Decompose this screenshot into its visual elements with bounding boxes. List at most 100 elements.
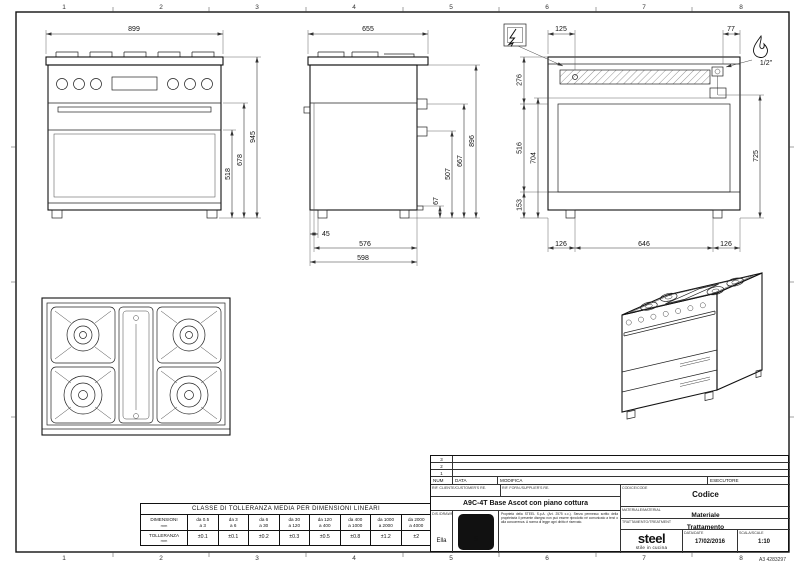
dim-rear-gas-offset: 77: [727, 26, 735, 33]
date-caption: DATA/DATE: [684, 531, 704, 535]
grid-col-label: 3: [255, 4, 259, 11]
drawing-title: A9C-4T Base Ascot con piano cottura: [463, 500, 588, 507]
oven-door-handle: [57, 106, 212, 113]
foot: [399, 209, 410, 219]
pan-supports-side: [317, 51, 415, 57]
revision-number: 1: [431, 470, 453, 477]
sheet-frame: 1 2 3 4 5 6 7 8 1 2 3 4 5 6 7 8 A3 42832…: [11, 4, 794, 563]
codice-caption: CODICE/CODE: [622, 486, 648, 490]
revision-number: 2: [431, 463, 453, 470]
dim-front-door-height: 518: [225, 168, 232, 180]
extension-lines: [520, 56, 710, 219]
grid-col-label: 8: [739, 4, 743, 11]
burner-grate: [156, 306, 222, 364]
title-block: 3 2 1 NUM DATA MODIFICA ESECUTORE RIF. C…: [430, 455, 790, 553]
date-value: 17/02/2016: [694, 539, 726, 545]
dim-side-foot-offset: 45: [322, 231, 330, 238]
steel-monogram: S: [473, 536, 478, 543]
foot: [206, 209, 218, 219]
side-view: 655 67 507 667 896 45 576 598: [303, 26, 480, 266]
burner-large: [63, 375, 209, 415]
scale-cell: SCALA/SCALE 1:10: [738, 530, 790, 553]
dim-rear-gas-height: 725: [753, 150, 760, 162]
burner-grate: [50, 306, 116, 364]
tolerance-value-cell: ±1.2: [370, 531, 401, 545]
drawn-value: Ella: [436, 538, 447, 544]
gas-inlet: [711, 66, 724, 77]
dim-rear-mid: 516: [517, 142, 524, 154]
dim-rear-foot-right: 126: [720, 241, 732, 248]
control-knob: [184, 78, 196, 90]
iso-drawer-handles: [679, 356, 711, 387]
extension-lines: [547, 218, 741, 252]
iso-drawer-divider: [621, 369, 718, 393]
dim-rear-foot-span: 646: [638, 241, 650, 248]
gas-connection-stub: [416, 98, 428, 110]
electrical-leader-line: [517, 45, 564, 67]
gas-flame-icon: [753, 34, 768, 58]
grid-col-label: 6: [545, 555, 549, 562]
door-handle-profile: [303, 106, 311, 114]
tolerance-dim-label: DIMENSIONI mm: [141, 515, 187, 530]
extension-lines: [547, 30, 741, 70]
dim-side-gas-height: 667: [457, 155, 464, 167]
sheet-format-note: A3 4283297: [759, 557, 786, 563]
iso-cooktop-rim: [629, 275, 754, 313]
gas-leader-line: [725, 59, 753, 68]
grid-col-label: 4: [352, 4, 356, 11]
dim-unit-text: mm: [160, 522, 168, 528]
vent-grille: [559, 69, 711, 85]
grate-fingers: [54, 310, 218, 420]
iso-side-face: [716, 272, 763, 391]
grid-col-label: 3: [255, 555, 259, 562]
foot: [317, 209, 328, 219]
griddle-plate: [118, 306, 154, 424]
control-display: [111, 76, 158, 91]
rif-fornitore-label: RIF. FORN./SUPPLIER'S RE.: [502, 486, 550, 490]
burner-grate: [50, 366, 116, 424]
dim-rear-junction: 704: [531, 152, 538, 164]
dim-rear-elec-offset: 125: [555, 26, 567, 33]
foot: [51, 209, 63, 219]
iso-feet: [626, 369, 762, 420]
rear-spacer: [416, 205, 424, 211]
extension-lines: [309, 210, 418, 266]
lightning-icon: [507, 28, 517, 47]
steel-emblem-cell: S: [453, 511, 499, 553]
tolerance-table-title: CLASSE DI TOLLERANZA MEDIA PER DIMENSION…: [141, 504, 431, 515]
rear-panel-outline: [547, 56, 741, 211]
header-num: NUM: [431, 477, 453, 485]
steel-wordmark-cell: steel stile in cucina: [621, 530, 683, 553]
grid-col-label: 7: [642, 555, 646, 562]
junction-box: [709, 87, 727, 99]
tol-unit-text: mm: [160, 538, 168, 543]
side-grid-ticks: [11, 146, 794, 418]
codice-cell: CODICE/CODE Codice: [621, 485, 790, 507]
tolerance-value-cell: ±2: [400, 531, 432, 545]
revision-row: [453, 456, 790, 463]
materiale-cell: MATERIALE/MATERIAL Materiale: [621, 507, 790, 519]
dim-side-surface-height: 896: [469, 135, 476, 147]
tolerance-tol-label: TOLLERANZA mm: [141, 531, 187, 545]
header-modifica: MODIFICA: [498, 477, 708, 485]
electrical-class-icon: [503, 23, 564, 67]
materiale-value: Materiale: [691, 512, 720, 519]
steel-tagline: stile in cucina: [635, 545, 668, 550]
dim-side-elec-height: 507: [445, 168, 452, 180]
trattamento-cell: TRATTAMENTO/TREATMENT Trattamento: [621, 519, 790, 530]
drawer-front: [53, 133, 216, 198]
symbol-inner-square: [507, 27, 523, 43]
dim-side-rear-foot: 67: [433, 197, 440, 205]
tolerance-table: CLASSE DI TOLLERANZA MEDIA PER DIMENSION…: [140, 503, 432, 546]
revision-row: [453, 463, 790, 470]
cable-gland: [572, 74, 578, 80]
disclaimer-cell: Proprietà della STEEL S.p.A. (Art. 2575 …: [499, 511, 621, 553]
revision-number: 3: [431, 456, 453, 463]
grid-col-label: 6: [545, 4, 549, 11]
iso-top-face: [621, 272, 763, 316]
dim-rear-foot-left: 126: [555, 241, 567, 248]
tolerance-value-row: TOLLERANZA mm ±0.1 ±0.1 ±0.2 ±0.3 ±0.5 ±…: [141, 530, 431, 545]
